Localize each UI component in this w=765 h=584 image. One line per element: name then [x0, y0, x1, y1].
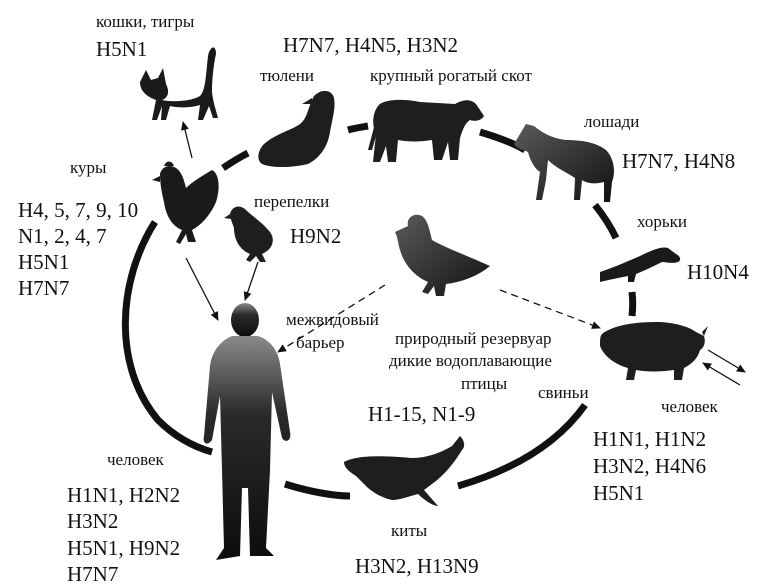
horses-strains-label: H7N7, H4N8: [622, 151, 735, 172]
arrow-chicken-to-cat: [183, 122, 192, 158]
ring-bottom-right: [458, 405, 585, 486]
horses-name-label: лошади: [584, 113, 639, 130]
cats-name-label: кошки, тигры: [96, 13, 194, 30]
barrier-label-line: барьер: [296, 334, 345, 351]
reservoir-strains-label: H1-15, N1-9: [368, 404, 475, 425]
humans-strains-line: H3N2: [67, 511, 118, 532]
quails-name-label: перепелки: [254, 193, 329, 210]
chickens-strains-line: H4, 5, 7, 9, 10: [18, 200, 138, 221]
humans-strains-line: H1N1, H2N2: [67, 485, 180, 506]
barrier-label-line: межвидовый: [286, 311, 379, 328]
cow-icon: [368, 100, 484, 162]
arrow-chicken-to-human: [186, 258, 218, 320]
ferrets-name-label: хорьки: [637, 213, 687, 230]
pigs-strains-line: H3N2, H4N6: [593, 456, 706, 477]
ring-bottom-left: [285, 484, 350, 496]
quails-strains-label: H9N2: [290, 226, 341, 247]
reservoir-label-line: природный резервуар: [395, 330, 552, 347]
cats-strains-label: H5N1: [96, 39, 147, 60]
seal-icon: [258, 91, 334, 167]
chickens-strains-line: H7N7: [18, 278, 69, 299]
pigs-strains-line: H1N1, H1N2: [593, 429, 706, 450]
whales-strains-label: H3N2, H13N9: [355, 556, 479, 577]
ring-left-arc: [125, 222, 212, 452]
duck-icon: [395, 215, 490, 296]
humans-strains-line: H5N1, H9N2: [67, 538, 180, 559]
humans-strains-line: H7N7: [67, 564, 118, 584]
seals-strains-label: H7N7, H4N5, H3N2: [283, 35, 458, 56]
ring-top-dash-2: [348, 126, 368, 130]
chicken-icon: [152, 162, 219, 245]
whale-icon: [344, 436, 464, 506]
pigs-human-label: человек: [661, 398, 718, 415]
ring-top-dash-1: [223, 153, 248, 168]
reservoir-label-line: птицы: [461, 375, 507, 392]
reservoir-label-line: дикие водоплавающие: [389, 352, 552, 369]
cat-icon: [140, 47, 218, 120]
pigs-name-label: свиньи: [538, 384, 589, 401]
horse-icon: [514, 124, 614, 202]
pig-icon: [600, 322, 708, 380]
seals-name-label: тюлени: [260, 67, 314, 84]
arrow-quail-to-human: [245, 262, 258, 300]
chickens-name-label: куры: [70, 159, 106, 176]
humans-name-label: человек: [107, 451, 164, 468]
arrow-reservoir-to-pig: [500, 290, 600, 328]
whales-name-label: киты: [391, 522, 427, 539]
human-icon: [204, 303, 291, 560]
ferret-icon: [600, 247, 680, 282]
chickens-strains-line: N1, 2, 4, 7: [18, 226, 107, 247]
ring-right-dash-2: [632, 292, 633, 316]
cattle-name-label: крупный рогатый скот: [370, 67, 532, 84]
quail-icon: [224, 207, 273, 262]
ferrets-strains-label: H10N4: [687, 262, 749, 283]
pigs-strains-line: H5N1: [593, 483, 644, 504]
ring-right-dash-1: [595, 205, 616, 238]
chickens-strains-line: H5N1: [18, 252, 69, 273]
